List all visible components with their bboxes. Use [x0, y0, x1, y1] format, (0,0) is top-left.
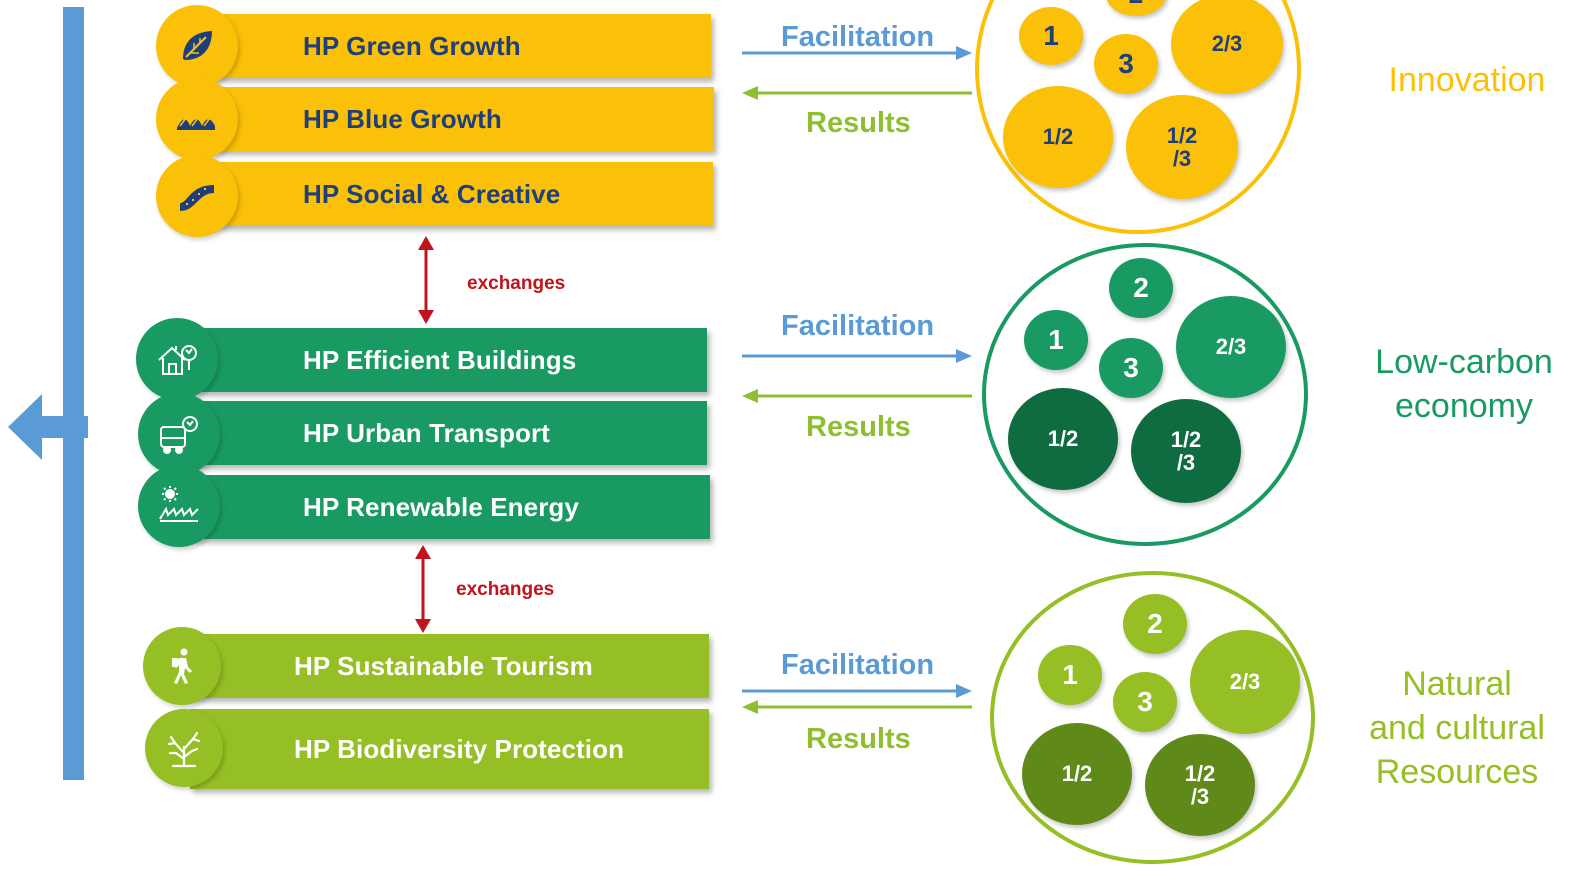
hiker-icon — [143, 627, 221, 705]
project-label: HP Efficient Buildings — [303, 344, 577, 375]
exchanges-label: exchanges — [467, 273, 566, 294]
sun-waves-icon — [138, 465, 220, 547]
project-label: HP Blue Growth — [303, 103, 502, 134]
bubble-2-3: 2/3 — [1190, 630, 1300, 734]
project-label: HP Biodiversity Protection — [294, 733, 625, 764]
results-label: Results — [806, 723, 911, 755]
project-bar-biodiversity-protection[interactable]: HP Biodiversity Protection — [190, 709, 709, 789]
project-bar-renewable-energy[interactable]: HP Renewable Energy — [190, 475, 710, 539]
bubble-1-2-3: 1/2 /3 — [1145, 734, 1255, 836]
results-arrow-icon — [742, 389, 972, 403]
bubble-1: 1 — [1019, 7, 1083, 65]
project-bar-social-creative[interactable]: HP Social & Creative — [206, 162, 713, 226]
project-bar-sustainable-tourism[interactable]: HP Sustainable Tourism — [190, 634, 709, 698]
axis-innovation-label: Innovation — [1388, 61, 1546, 99]
bubble-2-3: 2/3 — [1171, 0, 1283, 94]
results-label: Results — [806, 107, 911, 139]
project-bar-urban-transport[interactable]: HP Urban Transport — [190, 401, 707, 465]
project-bar-efficient-buildings[interactable]: HP Efficient Buildings — [190, 328, 707, 392]
bubble-2-3: 2/3 — [1176, 296, 1286, 398]
project-label: HP Social & Creative — [303, 178, 561, 209]
project-label: HP Renewable Energy — [303, 491, 579, 522]
bubble-1: 1 — [1024, 310, 1088, 370]
film-strip-icon — [156, 155, 238, 237]
bubble-3: 3 — [1113, 672, 1177, 732]
bubble-2: 2 — [1106, 0, 1166, 16]
results-arrow-icon — [742, 86, 972, 100]
bubble-3: 3 — [1099, 338, 1163, 398]
facilitation-label: Facilitation — [781, 21, 935, 53]
project-label: HP Green Growth — [303, 30, 521, 61]
bubble-1: 1 — [1038, 645, 1102, 705]
facilitation-arrow-icon — [742, 349, 972, 363]
results-arrow-icon — [742, 700, 972, 714]
bubble-2: 2 — [1109, 258, 1173, 318]
exchange-arrow-icon — [418, 236, 434, 324]
house-leaf-icon — [136, 318, 218, 400]
bubble-1-2: 1/2 — [1008, 388, 1118, 490]
bus-leaf-icon — [138, 393, 220, 475]
project-bar-blue-growth[interactable]: HP Blue Growth — [206, 87, 714, 151]
exchanges-label: exchanges — [456, 579, 555, 600]
project-label: HP Sustainable Tourism — [294, 650, 593, 681]
left-arrow-icon — [8, 394, 88, 460]
facilitation-arrow-icon — [742, 684, 972, 698]
facilitation-arrow-icon — [742, 46, 972, 60]
axis-natural-resources-label: Natural and cultural Resources — [1369, 665, 1545, 792]
coral-icon — [145, 709, 223, 787]
exchange-arrow-icon — [415, 545, 431, 633]
bubble-1-2: 1/2 — [1003, 86, 1113, 188]
horizontal-axis-spine — [63, 7, 84, 780]
bubble-1-2-3: 1/2 /3 — [1126, 95, 1238, 199]
bubble-1-2-3: 1/2 /3 — [1131, 399, 1241, 503]
bubble-2: 2 — [1123, 594, 1187, 654]
bubble-3: 3 — [1094, 34, 1158, 94]
waves-icon — [156, 78, 238, 160]
facilitation-label: Facilitation — [781, 649, 935, 681]
project-bar-green-growth[interactable]: HP Green Growth — [206, 14, 711, 78]
bubble-1-2: 1/2 — [1022, 723, 1132, 825]
facilitation-label: Facilitation — [781, 310, 935, 342]
project-label: HP Urban Transport — [303, 417, 550, 448]
axis-low-carbon-label: Low-carbon economy — [1375, 343, 1553, 426]
leaf-icon — [156, 5, 238, 87]
results-label: Results — [806, 411, 911, 443]
